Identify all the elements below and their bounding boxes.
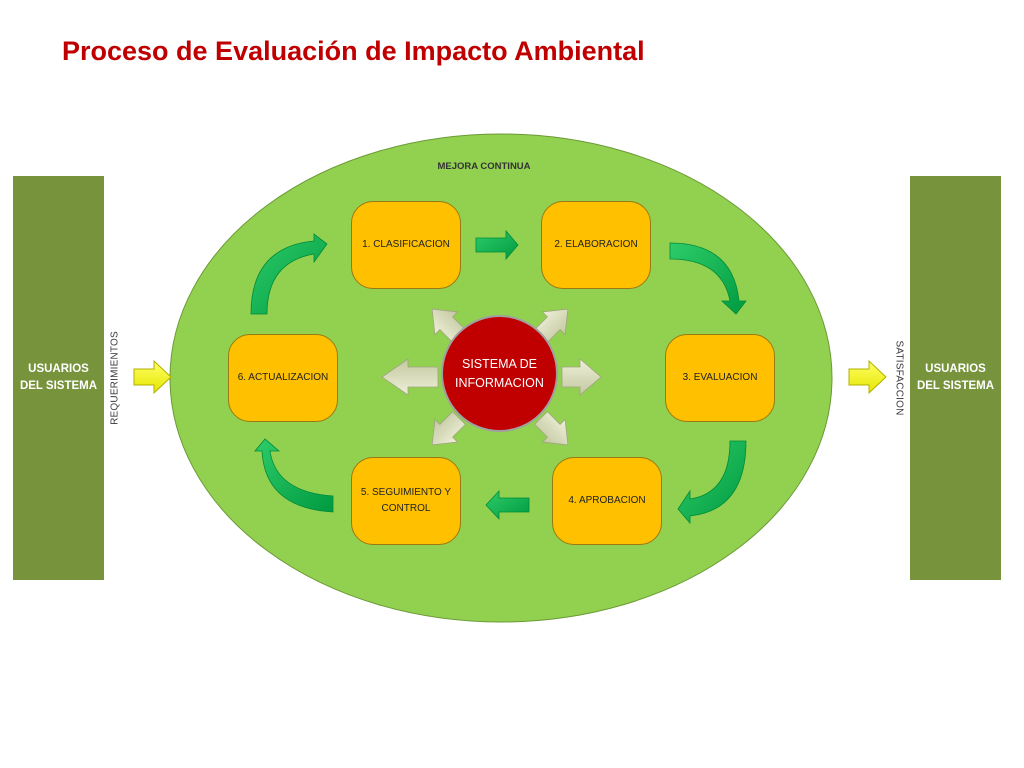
- requirements-arrow: [133, 359, 172, 395]
- step-label: 2. ELABORACION: [554, 239, 638, 250]
- spoke-arrow-right: [561, 358, 602, 396]
- page-title: Proceso de Evaluación de Impacto Ambient…: [62, 36, 645, 66]
- spoke-arrow-lower-right: [534, 411, 569, 446]
- step-label: 4. APROBACION: [568, 495, 646, 506]
- step-box-clasificacion: 1. CLASIFICACION: [351, 201, 461, 289]
- cycle-arrow-3-to-4: [677, 440, 747, 525]
- step-box-seguimiento: 5. SEGUIMIENTO Y CONTROL: [351, 457, 461, 545]
- cycle-arrow-2-to-3: [669, 242, 747, 315]
- step-label: 3. EVALUACION: [682, 372, 758, 383]
- step-label: 1. CLASIFICACION: [362, 239, 450, 250]
- step-label: 6. ACTUALIZACION: [237, 372, 329, 383]
- cycle-arrow-6-to-1: [250, 233, 328, 315]
- users-right-label: USUARIOS DEL SISTEMA: [916, 363, 995, 392]
- continuous-improvement-label: MEJORA CONTINUA: [437, 161, 531, 172]
- information-system-circle: SISTEMA DE INFORMACION: [441, 315, 558, 432]
- cycle-arrow-4-to-5: [485, 489, 530, 521]
- information-system-label: SISTEMA DE INFORMACION: [455, 356, 544, 390]
- users-right-panel: USUARIOS DEL SISTEMA: [910, 176, 1001, 580]
- satisfaction-arrow: [848, 359, 887, 395]
- users-left-label: USUARIOS DEL SISTEMA: [19, 363, 98, 392]
- step-label: 5. SEGUIMIENTO Y CONTROL: [360, 487, 452, 514]
- step-box-aprobacion: 4. APROBACION: [552, 457, 662, 545]
- step-box-evaluacion: 3. EVALUACION: [665, 334, 775, 422]
- users-left-panel: USUARIOS DEL SISTEMA: [13, 176, 104, 580]
- cycle-arrow-5-to-6: [254, 438, 334, 513]
- spoke-arrow-left: [381, 358, 439, 396]
- spoke-arrow-lower-left: [431, 411, 466, 446]
- cycle-arrow-1-to-2: [475, 229, 519, 261]
- step-box-actualizacion: 6. ACTUALIZACION: [228, 334, 338, 422]
- step-box-elaboracion: 2. ELABORACION: [541, 201, 651, 289]
